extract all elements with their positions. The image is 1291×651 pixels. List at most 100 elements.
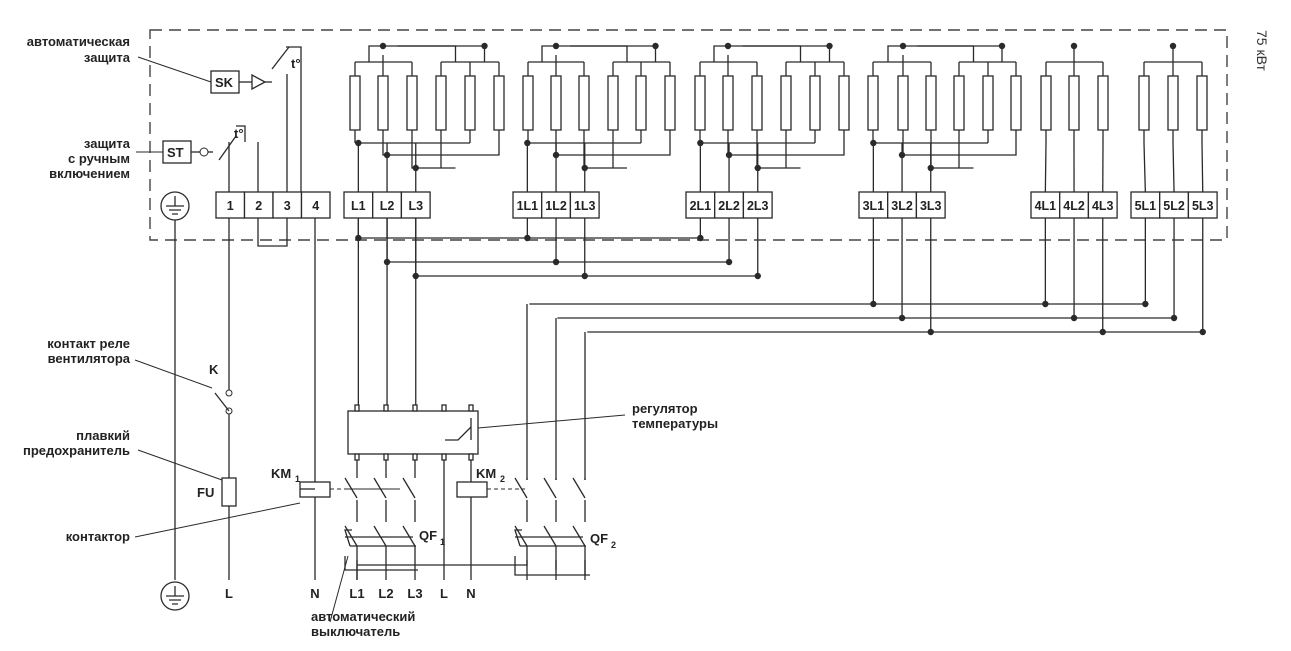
terminal-label: L2 — [380, 199, 395, 213]
qf1-sub: 1 — [440, 537, 445, 547]
km2-coil — [456, 481, 488, 498]
terminal-4 — [300, 191, 331, 219]
heating-element — [1040, 75, 1052, 131]
heating-element — [435, 75, 447, 131]
circuit-breaker-line1: автоматический — [311, 609, 415, 624]
supply-terminal-l2: L2 — [378, 586, 393, 601]
heating-element — [349, 75, 361, 131]
k-label: K — [209, 362, 219, 377]
fan-relay-line1: контакт реле — [47, 336, 130, 351]
temp-regulator-line1: регулятор — [632, 401, 698, 416]
supply-terminal-l: L — [440, 586, 448, 601]
terminal-L3 — [400, 191, 431, 219]
terminal-label: 4L3 — [1092, 199, 1114, 213]
terminal-label: 3L2 — [891, 199, 913, 213]
fuse-fu — [221, 477, 237, 507]
terminal-label: 3 — [284, 199, 291, 213]
manual-protection-line3: включением — [49, 166, 130, 181]
heating-element — [694, 75, 706, 131]
terminal-label: 2 — [255, 199, 262, 213]
auto-protection-line1: автоматическая — [27, 34, 130, 49]
terminal-label: 2L2 — [718, 199, 740, 213]
temp-regulator-line2: температуры — [632, 416, 718, 431]
fu-label: FU — [197, 485, 214, 500]
heating-element — [751, 75, 763, 131]
heating-element — [1010, 75, 1022, 131]
heating-element — [464, 75, 476, 131]
st-label: ST — [167, 145, 184, 160]
supply-terminal-n: N — [466, 586, 475, 601]
terminal-3L3 — [915, 191, 946, 219]
heating-element — [953, 75, 965, 131]
terminal-label: 4L2 — [1063, 199, 1085, 213]
left-labels: автоматическая защита защита с ручным вк… — [23, 34, 718, 639]
km1-label: KM — [271, 466, 291, 481]
qf2-label: QF — [590, 531, 608, 546]
terminal-label: 1 — [227, 199, 234, 213]
terminal-label: 2L1 — [690, 199, 712, 213]
heating-element — [664, 75, 676, 131]
heating-element — [722, 75, 734, 131]
power-rating: 75 кВт — [1254, 30, 1270, 71]
heating-element — [1167, 75, 1179, 131]
terminal-2L1 — [685, 191, 716, 219]
qf2-sub: 2 — [611, 540, 616, 550]
terminal-4L1 — [1030, 191, 1061, 219]
contactors: KM 1 KM 2 QF 1 QF 2 — [271, 466, 616, 550]
fuse-line1: плавкий — [76, 428, 130, 443]
terminal-label: 5L1 — [1135, 199, 1157, 213]
heating-element — [550, 75, 562, 131]
manual-protection-line2: с ручным — [68, 151, 130, 166]
terminal-label: L1 — [351, 199, 366, 213]
terminal-3L2 — [887, 191, 918, 219]
t-symbol-sk: t° — [291, 56, 301, 71]
terminal-5L1 — [1130, 191, 1161, 219]
terminal-L1 — [343, 191, 374, 219]
heating-element — [897, 75, 909, 131]
sk-label: SK — [215, 75, 234, 90]
heating-element — [578, 75, 590, 131]
manual-protection-line1: защита — [84, 136, 131, 151]
annotation-lines — [134, 56, 626, 623]
protection-chain: SK t° ST t° K FU — [160, 46, 316, 611]
km2-label: KM — [476, 466, 496, 481]
auto-protection-line2: защита — [84, 50, 131, 65]
supply-terminal-l1: L1 — [349, 586, 364, 601]
heating-element — [867, 75, 879, 131]
terminal-label: 5L3 — [1192, 199, 1214, 213]
terminal-label: 3L1 — [863, 199, 885, 213]
terminal-label: L3 — [408, 199, 423, 213]
switch-contacts — [300, 404, 590, 580]
heating-elements — [349, 42, 1208, 193]
km2-sub: 2 — [500, 474, 505, 484]
heating-element — [493, 75, 505, 131]
terminal-label: 1L3 — [574, 199, 596, 213]
supply-terminal-l3: L3 — [407, 586, 422, 601]
terminal-2L2 — [714, 191, 745, 219]
fan-relay-line2: вентилятора — [48, 351, 131, 366]
heating-element — [1196, 75, 1208, 131]
terminal-label: 3L3 — [920, 199, 942, 213]
heating-element — [406, 75, 418, 131]
heating-element — [1138, 75, 1150, 131]
km1-sub: 1 — [295, 474, 300, 484]
terminal-label: 4 — [312, 199, 319, 213]
temperature-regulator — [347, 410, 479, 455]
heating-element — [635, 75, 647, 131]
bus-lines — [355, 218, 1206, 480]
terminal-5L3 — [1187, 191, 1218, 219]
supply-terminal-n: N — [310, 586, 319, 601]
heating-element — [607, 75, 619, 131]
t-symbol-st: t° — [234, 126, 244, 141]
heating-element — [838, 75, 850, 131]
heating-element — [1068, 75, 1080, 131]
terminal-label: 2L3 — [747, 199, 769, 213]
qf1-label: QF — [419, 528, 437, 543]
terminal-label: 1L2 — [545, 199, 567, 213]
terminal-label: 5L2 — [1163, 199, 1185, 213]
fuse-line2: предохранитель — [23, 443, 130, 458]
terminal-3L1 — [858, 191, 889, 219]
